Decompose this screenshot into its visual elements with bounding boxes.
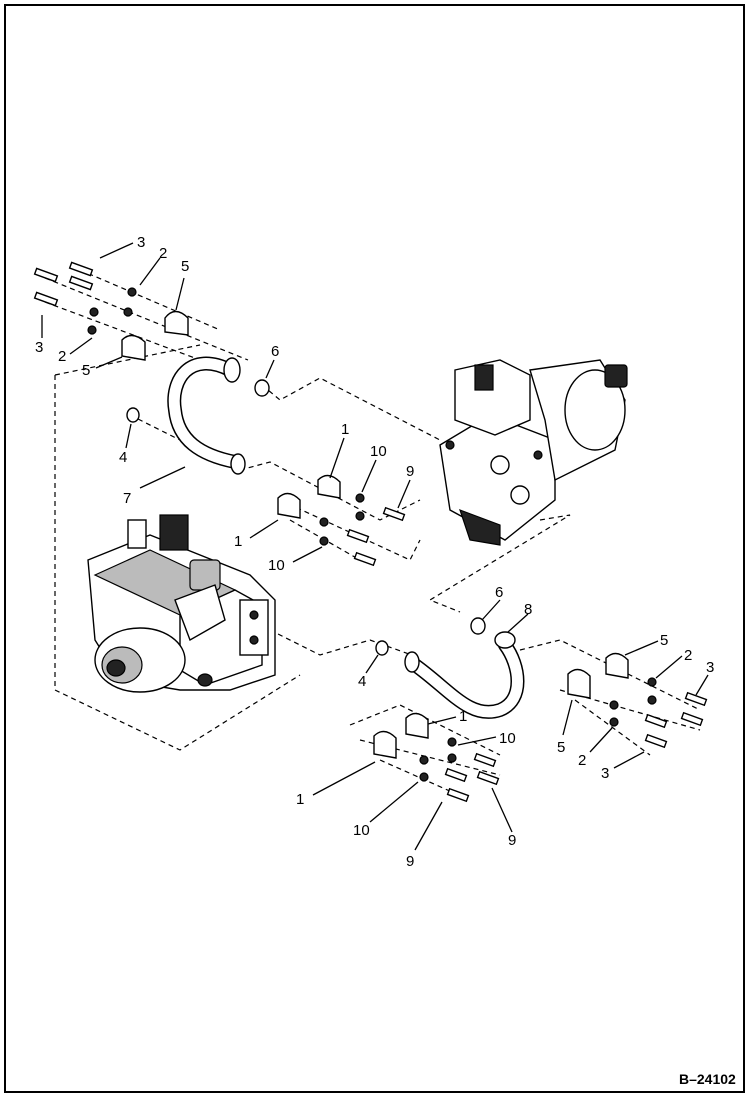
callout-10: 10 [370,443,387,460]
callout-1: 1 [459,708,467,725]
o-ring-4-lower [375,640,389,656]
hose-7 [167,356,246,475]
callout-2: 2 [578,752,586,769]
callout-2: 2 [159,245,167,262]
callout-6: 6 [495,584,503,601]
callout-5: 5 [181,258,189,275]
callout-labels: 3 2 5 3 2 5 6 4 7 1 10 9 1 10 6 8 4 5 2 … [35,234,714,870]
drawing-border [4,4,745,1093]
callout-3: 3 [35,339,43,356]
hydrostatic-pump [87,514,276,693]
o-ring-6-upper [254,379,270,397]
callout-3: 3 [601,765,609,782]
callout-5: 5 [660,632,668,649]
callout-5: 5 [82,362,90,379]
callout-3: 3 [706,659,714,676]
bolts-and-washers [33,261,708,803]
callout-3: 3 [137,234,145,251]
callout-4: 4 [358,673,366,690]
o-rings [126,379,486,656]
callout-1: 1 [341,421,349,438]
callout-10: 10 [499,730,516,747]
split-flanges [121,310,629,759]
hose-8 [404,631,525,719]
callout-7: 7 [123,490,131,507]
callout-1: 1 [234,533,242,550]
callout-1: 1 [296,791,304,808]
leader-lines [41,242,709,851]
o-ring-6-lower [470,617,486,635]
callout-6: 6 [271,343,279,360]
o-ring-4-upper [126,407,140,423]
callout-10: 10 [353,822,370,839]
callout-5: 5 [557,739,565,756]
hydraulic-motor [439,359,628,546]
callout-2: 2 [684,647,692,664]
callout-8: 8 [524,601,532,618]
callout-9: 9 [406,853,414,870]
callout-2: 2 [58,348,66,365]
callout-10: 10 [268,557,285,574]
figure-number: B–24102 [679,1071,736,1087]
callout-4: 4 [119,449,127,466]
callout-9: 9 [406,463,414,480]
callout-9: 9 [508,832,516,849]
